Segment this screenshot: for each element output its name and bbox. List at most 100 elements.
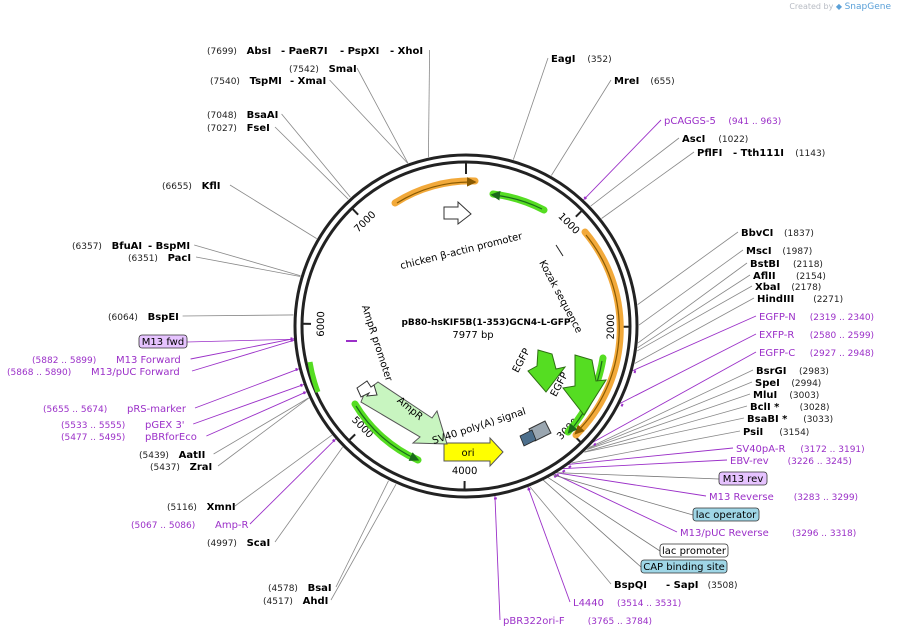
enzyme-name[interactable]: XmnI: [207, 502, 236, 513]
enzyme-name-extra[interactable]: - Tth111I: [733, 148, 784, 159]
primer-name[interactable]: EGFP-N: [759, 312, 796, 323]
primer-name[interactable]: L4440: [573, 598, 604, 609]
enzyme-name[interactable]: MreI: [614, 76, 639, 87]
enzyme-name[interactable]: PflFI: [697, 148, 722, 159]
plasmid-name: pB80-hsKIF5B(1-353)GCN4-L-GFP: [401, 318, 570, 328]
feature-box[interactable]: [718, 471, 768, 486]
enzyme-name[interactable]: BspQI: [614, 580, 647, 591]
enzyme-name[interactable]: BclI *: [750, 402, 780, 413]
enzyme-name[interactable]: AflII: [753, 271, 776, 282]
feature-label-chicken-actin-promoter: chicken β-actin promoter: [399, 231, 524, 272]
primer-name[interactable]: SV40pA-R: [736, 444, 785, 455]
feature-box-label: M13 rev: [723, 474, 764, 485]
egfp-arrow-1[interactable]: [527, 349, 567, 393]
enzyme-position: (2118): [793, 260, 823, 270]
primer-leader: [568, 447, 734, 465]
ampr-arrow[interactable]: [360, 381, 448, 445]
primer-name[interactable]: EGFP-C: [759, 348, 795, 359]
enzyme-leader: [330, 484, 397, 601]
egfp-arrow-2[interactable]: [562, 354, 607, 416]
enzyme-name[interactable]: BsaBI *: [747, 414, 788, 425]
enzyme-name[interactable]: AatII: [179, 450, 206, 461]
primer-name[interactable]: pBR322ori-F: [503, 616, 565, 627]
enzyme-name[interactable]: ScaI: [247, 538, 271, 549]
enzyme-name[interactable]: BsaAI: [247, 110, 279, 121]
enzyme-name[interactable]: BspEI: [148, 312, 179, 323]
enzyme-name[interactable]: PsiI: [743, 427, 763, 438]
ori-arrow[interactable]: [443, 436, 504, 468]
feature-box[interactable]: [138, 334, 188, 349]
primer-range: (3172 .. 3191): [800, 445, 864, 455]
enzyme-name[interactable]: BstBI: [750, 259, 780, 270]
enzyme-name-extra[interactable]: - BspMI: [148, 241, 190, 252]
enzyme-position: (3033): [803, 415, 833, 425]
enzyme-name-extra[interactable]: - XhoI: [390, 46, 423, 57]
enzyme-name[interactable]: AscI: [682, 134, 705, 145]
primer-name[interactable]: pGEX 3': [145, 420, 185, 431]
enzyme-name[interactable]: SpeI: [755, 378, 780, 389]
enzyme-name[interactable]: KflI: [202, 181, 221, 192]
enzyme-leader: [217, 397, 309, 467]
ampr-promoter-arrow[interactable]: [356, 380, 378, 398]
enzyme-leader: [229, 184, 317, 239]
feature-box[interactable]: [640, 559, 728, 574]
primer-name[interactable]: pRS-marker: [127, 404, 187, 415]
enzyme-name[interactable]: BfuAI: [112, 241, 143, 252]
enzyme-name[interactable]: MscI: [746, 246, 772, 257]
primer-leader: [527, 486, 571, 603]
enzyme-position: (7048): [207, 111, 237, 121]
primer-name[interactable]: Amp-R: [215, 520, 249, 531]
primer-leader: [193, 383, 305, 425]
enzyme-name[interactable]: BsrGI: [756, 366, 786, 377]
feature-green-arc-left[interactable]: [307, 361, 321, 393]
primer-name[interactable]: pCAGGS-5: [664, 116, 716, 127]
primer-name[interactable]: M13 Forward: [116, 355, 181, 366]
enzyme-name[interactable]: AbsI: [247, 46, 272, 57]
enzyme-position: (352): [587, 55, 611, 65]
enzyme-leader: [182, 314, 294, 317]
primer-range: (3283 .. 3299): [794, 493, 858, 503]
enzyme-name-extra[interactable]: - XmaI: [290, 76, 326, 87]
enzyme-leader: [551, 79, 612, 176]
enzyme-name[interactable]: SmaI: [329, 64, 357, 75]
feature-box[interactable]: [692, 507, 760, 522]
primer-name[interactable]: EXFP-R: [759, 330, 794, 341]
enzyme-position: (4997): [207, 539, 237, 549]
feature-orange-arc-right[interactable]: [572, 228, 624, 439]
enzyme-name[interactable]: MluI: [753, 390, 777, 401]
primer-name[interactable]: pBRforEco: [145, 432, 197, 443]
primer-name[interactable]: M13 Reverse: [709, 492, 774, 503]
enzyme-leader: [512, 57, 549, 160]
enzyme-leader: [529, 486, 612, 585]
ruler-label-4000: 4000: [452, 466, 478, 477]
feature-chicken-actin-promoter-arc[interactable]: [391, 177, 479, 207]
primer-name[interactable]: M13/pUC Reverse: [680, 528, 769, 539]
enzyme-name[interactable]: PacI: [168, 253, 191, 264]
primer-name[interactable]: EBV-rev: [730, 456, 769, 467]
primer-leader: [555, 472, 707, 497]
enzyme-position: (1987): [782, 247, 812, 257]
enzyme-name[interactable]: AhdI: [303, 596, 329, 607]
feature-box[interactable]: [659, 543, 729, 558]
enzyme-name[interactable]: HindIII: [757, 294, 794, 305]
enzyme-name[interactable]: EagI: [551, 54, 575, 65]
promoter-arrow[interactable]: [443, 200, 472, 226]
enzyme-name[interactable]: XbaI: [755, 282, 780, 293]
enzyme-name[interactable]: FseI: [247, 123, 270, 134]
enzyme-position: (5116): [167, 503, 197, 513]
feature-green-arc-bottom-left[interactable]: [351, 400, 422, 464]
enzyme-name[interactable]: ZraI: [190, 462, 213, 473]
enzyme-name[interactable]: BsaI: [308, 583, 332, 594]
enzyme-name[interactable]: BbvCI: [741, 228, 773, 239]
enzyme-leader: [637, 274, 751, 349]
enzyme-name-extra[interactable]: - SapI: [666, 580, 698, 591]
primer-range: (2580 .. 2599): [810, 331, 874, 341]
primer-site-mark: [302, 391, 306, 395]
enzyme-name-extra[interactable]: - PspXI: [340, 46, 379, 57]
enzyme-name[interactable]: TspMI: [250, 76, 282, 87]
enzyme-position: (2154): [796, 272, 826, 282]
enzyme-name-extra[interactable]: - PaeR7I: [281, 46, 328, 57]
primer-name[interactable]: M13/pUC Forward: [91, 367, 180, 378]
ruler-tick-5000: [348, 433, 356, 442]
feature-green-arc-top[interactable]: [489, 190, 548, 214]
